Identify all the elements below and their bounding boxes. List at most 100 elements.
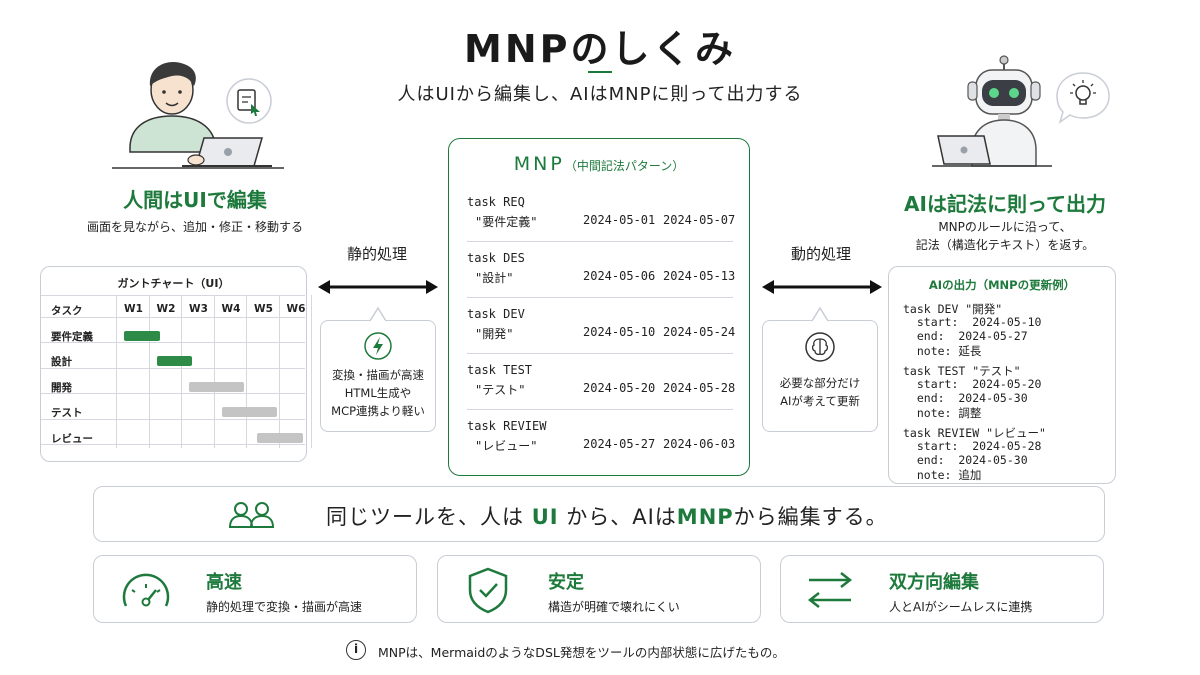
edit-cursor-icon bbox=[226, 78, 272, 124]
static-line1: 変換・描画が高速 bbox=[332, 368, 424, 382]
gantt-vline bbox=[116, 295, 117, 448]
ai-output-card: AIの出力（MNPの更新例） task DEV "開発" start: 2024… bbox=[888, 266, 1116, 484]
feature-sub-stable: 構造が明確で壊れにくい bbox=[548, 600, 680, 614]
banner-ui: UI bbox=[531, 505, 559, 529]
ai-output-line: task DEV "開発" bbox=[903, 302, 1003, 316]
right-subtext-1: MNPのルールに沿って、 bbox=[938, 220, 1072, 234]
mnp-task-start: 2024-05-10 bbox=[583, 325, 656, 339]
gantt-week-label: W2 bbox=[156, 303, 176, 315]
dynamic-processing-bubble: 必要な部分だけ AIが考えて更新 bbox=[762, 320, 878, 432]
mnp-task-start: 2024-05-27 bbox=[583, 437, 656, 451]
left-heading: 人間はUIで編集 bbox=[123, 188, 267, 212]
feature-sub-bidirectional: 人とAIがシームレスに連携 bbox=[889, 600, 1033, 614]
ai-output-line: task REVIEW "レビュー" bbox=[903, 426, 1046, 440]
ai-output-line: note: 調整 bbox=[903, 406, 982, 420]
banner-text: 同じツールを、人は UI から、AIはMNPから編集する。 bbox=[326, 501, 888, 531]
mnp-task-end: 2024-05-28 bbox=[663, 381, 736, 395]
brain-icon bbox=[805, 332, 835, 362]
mnp-separator bbox=[467, 353, 733, 354]
mnp-task-end: 2024-05-07 bbox=[663, 213, 736, 227]
mnp-task-start: 2024-05-06 bbox=[583, 269, 656, 283]
gantt-bar bbox=[156, 356, 193, 366]
double-arrow-icon bbox=[762, 280, 882, 294]
static-processing-bubble: 変換・描画が高速 HTML生成や MCP連携より軽い bbox=[320, 320, 436, 432]
gantt-title: ガントチャート（UI） bbox=[117, 277, 230, 290]
mnp-title: MNP bbox=[513, 153, 565, 175]
gantt-task-header: タスク bbox=[51, 305, 83, 317]
gantt-hline bbox=[41, 418, 305, 420]
mnp-task-name: "開発" bbox=[475, 327, 514, 341]
bubble-pointer bbox=[369, 306, 387, 322]
mnp-separator bbox=[467, 241, 733, 242]
gantt-bar bbox=[189, 381, 245, 392]
right-subtext-2: 記法（構造化テキスト）を返す。 bbox=[915, 238, 1095, 252]
feature-sub-speed: 静的処理で変換・描画が高速 bbox=[206, 600, 363, 614]
feature-title-stable: 安定 bbox=[548, 572, 584, 593]
gantt-vline bbox=[213, 295, 215, 448]
page-subtitle: 人はUIから編集し、AIはMNPに則って出力する bbox=[397, 84, 803, 105]
feature-card-bidirectional: 双方向編集 人とAIがシームレスに連携 bbox=[780, 555, 1104, 623]
ai-output-line: start: 2024-05-10 bbox=[903, 315, 1042, 329]
gantt-bar bbox=[221, 407, 277, 417]
ai-output-line: task TEST "テスト" bbox=[903, 364, 1021, 378]
gantt-hline bbox=[41, 342, 305, 343]
human-illustration bbox=[112, 62, 284, 169]
double-arrow-icon bbox=[318, 280, 438, 294]
gantt-task-name: レビュー bbox=[51, 432, 93, 445]
mnp-separator bbox=[467, 297, 733, 298]
mnp-task-end: 2024-06-03 bbox=[663, 437, 736, 451]
ai-output-line: note: 追加 bbox=[903, 468, 982, 482]
gantt-hline bbox=[41, 444, 305, 445]
dynamic-line1: 必要な部分だけ bbox=[779, 376, 861, 390]
mnp-separator bbox=[467, 409, 733, 410]
static-line2: HTML生成や bbox=[344, 386, 412, 400]
banner-part2: から、AIは bbox=[558, 505, 677, 529]
mnp-task-start: 2024-05-20 bbox=[583, 381, 656, 395]
banner-mnp: MNP bbox=[676, 505, 734, 529]
bidirectional-arrows-icon bbox=[807, 572, 853, 608]
summary-banner: 同じツールを、人は UI から、AIはMNPから編集する。 bbox=[93, 486, 1105, 542]
gantt-bar bbox=[257, 432, 303, 443]
mnp-task-end: 2024-05-13 bbox=[663, 269, 736, 283]
gantt-task-name: 要件定義 bbox=[51, 330, 93, 343]
feature-card-stable: 安定 構造が明確で壊れにくい bbox=[437, 555, 761, 623]
gantt-week-label: W1 bbox=[124, 303, 143, 315]
feature-title-speed: 高速 bbox=[206, 572, 242, 593]
mnp-task-id: task DES bbox=[467, 251, 525, 265]
mnp-title-note: （中間記法パターン） bbox=[564, 159, 685, 173]
dynamic-line2: AIが考えて更新 bbox=[780, 394, 860, 408]
gantt-task-name: 開発 bbox=[51, 381, 72, 394]
gantt-vline bbox=[311, 295, 312, 448]
speedometer-icon bbox=[122, 573, 170, 607]
mnp-task-id: task REVIEW bbox=[467, 419, 547, 433]
ai-output-line: start: 2024-05-28 bbox=[903, 439, 1042, 453]
page-title: MNPのしくみ bbox=[464, 27, 736, 71]
gantt-week-label: W4 bbox=[221, 303, 241, 315]
ai-output-line: end: 2024-05-27 bbox=[903, 329, 1028, 343]
info-icon: i bbox=[346, 640, 366, 660]
title-underline bbox=[588, 71, 612, 73]
shield-check-icon bbox=[468, 567, 508, 614]
gantt-week-label: W5 bbox=[254, 303, 273, 315]
gantt-vline bbox=[246, 295, 247, 448]
ai-output-line: note: 延長 bbox=[903, 344, 982, 358]
gantt-hline bbox=[41, 295, 305, 296]
mnp-task-id: task REQ bbox=[467, 195, 525, 209]
mnp-task-end: 2024-05-24 bbox=[663, 325, 736, 339]
gantt-hline bbox=[41, 367, 305, 369]
bubble-pointer bbox=[811, 306, 829, 322]
footnote-text: MNPは、MermaidのようなDSL発想をツールの内部状態に広げたもの。 bbox=[378, 645, 785, 660]
mnp-task-entry: task TEST "テスト" 2024-05-20 2024-05-28 bbox=[467, 363, 737, 399]
mnp-task-id: task TEST bbox=[467, 363, 533, 377]
gantt-task-name: テスト bbox=[51, 407, 83, 419]
gantt-week-label: W6 bbox=[286, 303, 306, 315]
lightbulb-icon bbox=[1056, 72, 1110, 124]
mnp-task-name: "テスト" bbox=[475, 383, 526, 397]
